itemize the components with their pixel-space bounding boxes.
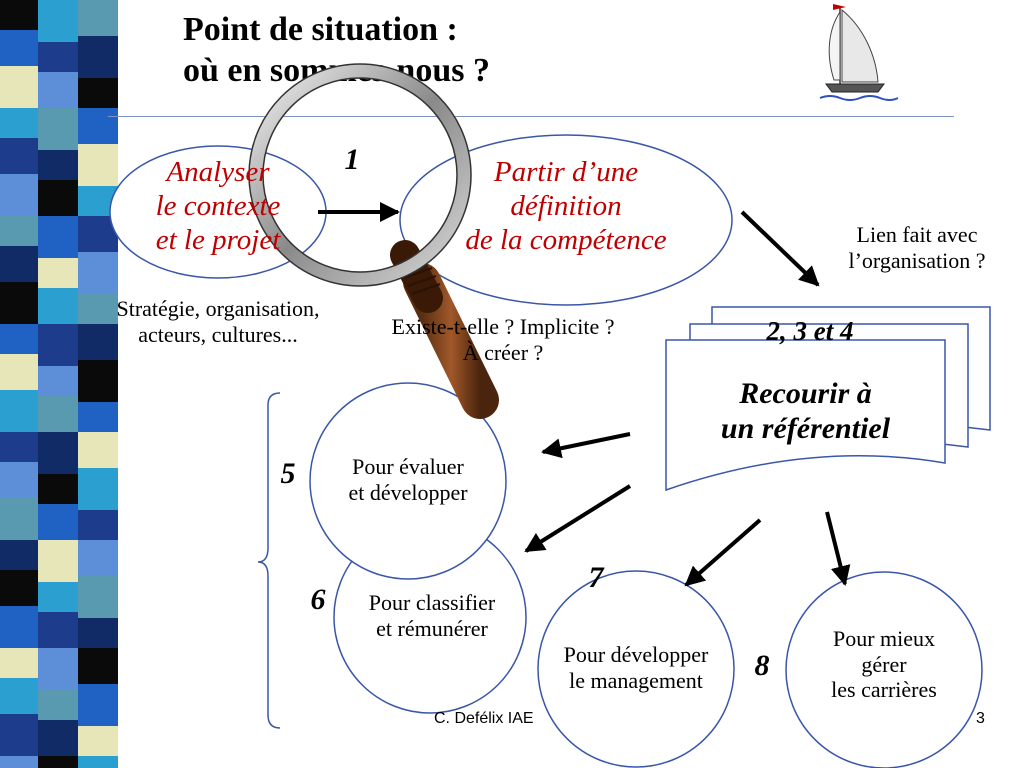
stripe-cell	[78, 618, 118, 648]
stripe-cell	[38, 150, 78, 180]
stripe-cell	[38, 72, 78, 108]
stripe-cell	[38, 720, 78, 756]
step-number-7: 7	[588, 561, 604, 594]
stripe-cell	[0, 462, 38, 498]
analyse-label: Analyser le contexte et le projet	[155, 156, 281, 256]
stripe-column	[0, 0, 38, 768]
stripe-cell	[38, 504, 78, 540]
stripe-cell	[0, 0, 38, 30]
stripe-column	[78, 0, 118, 768]
sailboat-icon	[819, 4, 899, 101]
step-number-8: 8	[754, 649, 770, 682]
stripe-cell	[0, 498, 38, 540]
carrieres-circle	[785, 571, 983, 768]
page-title: Point de situation : où en sommes-nous ?	[183, 11, 490, 89]
stripe-cell	[38, 540, 78, 582]
stripe-cell	[78, 108, 118, 144]
stripe-cell	[0, 606, 38, 648]
stripe-cell	[0, 432, 38, 462]
stripe-cell	[78, 684, 118, 726]
stripe-cell	[38, 288, 78, 324]
stripe-cell	[38, 474, 78, 504]
evaluer-circle	[309, 382, 507, 580]
stripe-cell	[0, 108, 38, 138]
stripe-cell	[78, 144, 118, 186]
stripe-cell	[0, 246, 38, 282]
management-label: Pour développer le management	[563, 642, 709, 693]
stripe-cell	[0, 324, 38, 354]
stripe-cell	[78, 510, 118, 540]
footer-author: C. Defélix IAE	[434, 710, 534, 727]
stripe-cell	[38, 258, 78, 288]
step-number-1: 1	[344, 143, 360, 176]
analyse-note: Stratégie, organisation, acteurs, cultur…	[116, 296, 320, 347]
stripe-cell	[0, 540, 38, 570]
carrieres-label: Pour mieux gérer les carrières	[831, 626, 937, 703]
stripe-cell	[0, 678, 38, 714]
stripe-cell	[0, 714, 38, 756]
stripe-cell	[38, 216, 78, 258]
stripe-cell	[0, 390, 38, 432]
stripe-cell	[38, 612, 78, 648]
stripe-cell	[38, 432, 78, 474]
stripe-cell	[78, 252, 118, 294]
stripe-cell	[0, 756, 38, 768]
stripe-cell	[38, 0, 78, 42]
stripe-cell	[38, 366, 78, 396]
stripe-cell	[78, 468, 118, 510]
stripe-cell	[38, 324, 78, 366]
stripe-cell	[78, 324, 118, 360]
stripe-cell	[78, 78, 118, 108]
stripe-cell	[38, 582, 78, 612]
stripe-cell	[78, 36, 118, 78]
stripe-cell	[78, 576, 118, 618]
referentiel-label: Recourir à un référentiel	[720, 377, 891, 446]
stripe-cell	[38, 42, 78, 72]
stripe-cell	[0, 570, 38, 606]
stripe-cell	[38, 690, 78, 720]
stripe-cell	[38, 396, 78, 432]
stripe-cell	[78, 0, 118, 36]
definition-label: Partir d’une définition de la compétence	[465, 156, 667, 256]
step-number-6: 6	[310, 583, 326, 616]
referentiel-document-stack	[665, 306, 991, 492]
stripe-cell	[38, 108, 78, 150]
stripe-cell	[78, 294, 118, 324]
stripe-cell	[38, 180, 78, 216]
organisation-link-note: Lien fait avec l’organisation ?	[848, 222, 986, 273]
classifier-label: Pour classifier et rémunérer	[368, 590, 496, 641]
stripe-cell	[0, 30, 38, 66]
step-number-5: 5	[280, 457, 296, 490]
stripe-cell	[0, 174, 38, 216]
evaluer-label: Pour évaluer et développer	[348, 454, 468, 505]
stripe-cell	[78, 360, 118, 402]
page-number: 3	[976, 710, 985, 727]
stripe-cell	[78, 756, 118, 768]
stripe-cell	[78, 540, 118, 576]
stripe-cell	[78, 648, 118, 684]
stripe-cell	[0, 138, 38, 174]
management-circle	[537, 570, 735, 768]
stripe-cell	[0, 354, 38, 390]
definition-note: Existe-t-elle ? Implicite ? À créer ?	[391, 314, 615, 365]
stripe-cell	[78, 402, 118, 432]
stripe-cell	[78, 432, 118, 468]
step-number-2-3-4: 2, 3 et 4	[766, 316, 854, 346]
stripe-cell	[38, 756, 78, 768]
title-divider	[108, 116, 954, 117]
stripe-cell	[0, 282, 38, 324]
definition-ellipse	[399, 134, 733, 306]
stripe-cell	[78, 726, 118, 756]
stripe-column	[38, 0, 78, 768]
stripe-cell	[0, 648, 38, 678]
grouping-bracket	[257, 392, 281, 729]
decorative-side-stripe	[0, 0, 118, 768]
stripe-cell	[0, 66, 38, 108]
magnifying-glass-icon	[248, 63, 499, 419]
stripe-cell	[0, 216, 38, 246]
stripe-cell	[38, 648, 78, 690]
